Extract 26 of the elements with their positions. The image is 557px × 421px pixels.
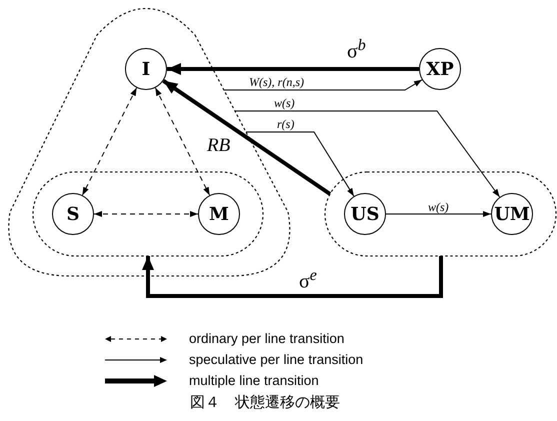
dashed-arrow	[82, 87, 138, 196]
edge-label: w(s)	[427, 201, 450, 213]
state-circle: XP	[419, 48, 461, 90]
state-circle: S	[52, 193, 94, 235]
edge-label: r(s)	[276, 118, 296, 130]
legend-text: speculative per line transition	[189, 353, 364, 366]
arrow	[386, 211, 492, 217]
arrow	[224, 79, 422, 90]
figure-caption: 図４ 状態遷移の概要	[190, 395, 340, 410]
state-circle: M	[198, 193, 240, 235]
dotted-region	[33, 172, 263, 256]
dashed-arrow	[94, 211, 198, 217]
edge-label: W(s), r(n,s)	[248, 76, 305, 88]
thick-arrow	[167, 63, 419, 75]
thick-arrow	[162, 79, 332, 196]
state-circle: UM	[491, 193, 533, 235]
thick-arrow	[142, 256, 443, 298]
arrow	[246, 132, 354, 197]
legend-text: multiple line transition	[189, 374, 319, 388]
edge-label: w(s)	[273, 97, 296, 109]
state-circle: US	[344, 193, 386, 235]
legend-text: ordinary per line transition	[189, 332, 344, 346]
state-circle: I	[125, 48, 167, 90]
arrow	[234, 110, 500, 198]
dotted-region	[325, 172, 556, 256]
dashed-arrow	[154, 87, 210, 196]
